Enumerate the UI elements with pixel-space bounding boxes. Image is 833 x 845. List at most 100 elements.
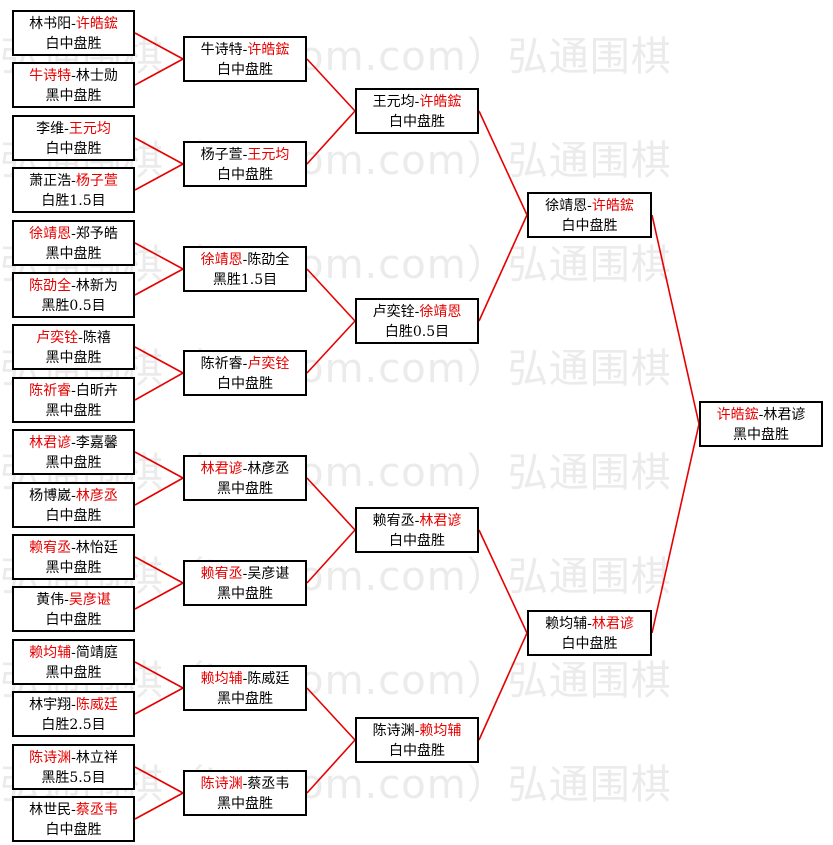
match-players: 牛诗特-林士勋 [14, 66, 133, 86]
bracket-connector-line [134, 163, 184, 191]
match-players: 林君谚-林彦丞 [185, 459, 305, 479]
player-black: 杨博崴 [29, 488, 72, 504]
player-black: 许皓鋐 [716, 407, 759, 423]
separator: - [71, 278, 76, 294]
player-black: 卢奕铨 [372, 304, 415, 320]
match-box-round2: 陈祈睿-卢奕铨白中盘胜 [183, 350, 307, 396]
match-result: 黑胜5.5目 [41, 770, 106, 786]
player-black: 陈诗渊 [372, 723, 415, 739]
separator: - [587, 616, 592, 632]
separator: - [71, 226, 76, 242]
match-result: 白中盘胜 [45, 508, 102, 524]
separator: - [71, 488, 76, 504]
match-box-round2: 赖均辅-陈威廷黑中盘胜 [183, 665, 307, 711]
player-white: 林立祥 [75, 750, 118, 766]
player-white: 徐靖恩 [419, 304, 462, 320]
match-result: 白中盘胜 [45, 36, 102, 52]
match-players: 陈诗渊-林立祥 [14, 748, 133, 768]
separator: - [64, 592, 69, 608]
separator: - [71, 173, 76, 189]
match-players: 赖宥丞-吴彦谌 [185, 564, 305, 584]
player-white: 林新为 [75, 278, 118, 294]
match-result: 白中盘胜 [217, 167, 273, 183]
separator: - [414, 304, 420, 320]
match-result: 黑中盘胜 [217, 796, 273, 812]
match-box-round1: 林世民-蔡丞韦白中盘胜 [12, 796, 135, 842]
match-box-round1: 黄伟-吴彦谌白中盘胜 [12, 586, 135, 632]
match-players: 卢奕铨-徐靖恩 [357, 302, 477, 322]
player-white: 陈劭全 [247, 252, 290, 268]
player-black: 王元均 [372, 94, 415, 110]
match-result: 黑中盘胜 [45, 560, 102, 576]
player-white: 蔡丞韦 [247, 776, 290, 792]
match-result: 白中盘胜 [389, 114, 445, 130]
player-black: 萧正浩 [29, 173, 72, 189]
match-box-round4: 徐靖恩-许皓鋐白中盘胜 [527, 192, 652, 238]
match-players: 李维-王元均 [14, 119, 133, 139]
bracket-connector-line [651, 423, 700, 634]
match-box-final: 许皓鋐-林君谚黑中盘胜 [699, 401, 823, 447]
player-white: 许皓鋐 [419, 94, 462, 110]
bracket-connector-line [478, 110, 528, 216]
player-white: 杨子萱 [75, 173, 118, 189]
separator: - [758, 407, 764, 423]
player-black: 陈诗渊 [29, 750, 72, 766]
separator: - [71, 435, 76, 451]
match-result: 黑中盘胜 [217, 481, 273, 497]
match-result: 白中盘胜 [389, 533, 445, 549]
bracket-connector-line [306, 268, 356, 322]
player-black: 林君谚 [29, 435, 72, 451]
match-players: 杨子萱-王元均 [185, 145, 305, 165]
separator: - [587, 198, 592, 214]
match-players: 林世民-蔡丞韦 [14, 800, 133, 820]
match-result: 黑中盘胜 [45, 350, 102, 366]
match-players: 萧正浩-杨子萱 [14, 171, 133, 191]
player-black: 赖宥丞 [372, 513, 415, 529]
match-players: 徐靖恩-郑予皓 [14, 224, 133, 244]
player-black: 赖均辅 [29, 645, 72, 661]
match-box-round3: 王元均-许皓鋐白中盘胜 [355, 88, 479, 134]
separator: - [71, 645, 76, 661]
match-players: 卢奕铨-陈禧 [14, 328, 133, 348]
match-result: 白中盘胜 [389, 743, 445, 759]
match-box-round1: 萧正浩-杨子萱白胜1.5目 [12, 167, 135, 213]
player-black: 牛诗特 [200, 42, 243, 58]
match-players: 徐靖恩-许皓鋐 [529, 196, 650, 216]
bracket-connector-line [134, 477, 184, 506]
separator: - [242, 147, 248, 163]
separator: - [242, 671, 248, 687]
match-result: 白中盘胜 [45, 822, 102, 838]
match-box-round1: 林宇翔-陈威廷白胜2.5目 [12, 691, 135, 737]
match-players: 王元均-许皓鋐 [357, 92, 477, 112]
player-black: 黄伟 [36, 592, 65, 608]
match-box-round1: 李维-王元均白中盘胜 [12, 115, 135, 161]
match-box-round4: 赖均辅-林君谚白中盘胜 [527, 610, 652, 656]
player-black: 徐靖恩 [200, 252, 243, 268]
match-players: 林书阳-许皓鋐 [14, 14, 133, 34]
match-players: 徐靖恩-陈劭全 [185, 250, 305, 270]
player-white: 许皓鋐 [75, 16, 118, 32]
bracket-connector-line [134, 556, 184, 584]
match-players: 黄伟-吴彦谌 [14, 590, 133, 610]
bracket-connector-line [134, 58, 184, 86]
separator: - [71, 16, 76, 32]
player-black: 杨子萱 [200, 147, 243, 163]
match-box-round3: 卢奕铨-徐靖恩白胜0.5目 [355, 298, 479, 344]
match-box-round2: 陈诗渊-蔡丞韦黑中盘胜 [183, 770, 307, 816]
bracket-connector-line [306, 739, 356, 794]
player-white: 陈威廷 [75, 697, 118, 713]
separator: - [414, 723, 420, 739]
match-box-round2: 杨子萱-王元均白中盘胜 [183, 141, 307, 187]
match-players: 林宇翔-陈威廷 [14, 695, 133, 715]
match-result: 黑胜1.5目 [212, 272, 278, 288]
match-players: 陈诗渊-赖均辅 [357, 721, 477, 741]
bracket-connector-line [651, 214, 700, 425]
player-black: 赖均辅 [200, 671, 243, 687]
player-white: 郑予皓 [75, 226, 118, 242]
bracket-connector-line [306, 529, 356, 584]
separator: - [414, 513, 420, 529]
separator: - [64, 121, 69, 137]
player-white: 王元均 [68, 121, 111, 137]
match-result: 黑中盘胜 [45, 665, 102, 681]
match-box-round2: 徐靖恩-陈劭全黑胜1.5目 [183, 246, 307, 292]
